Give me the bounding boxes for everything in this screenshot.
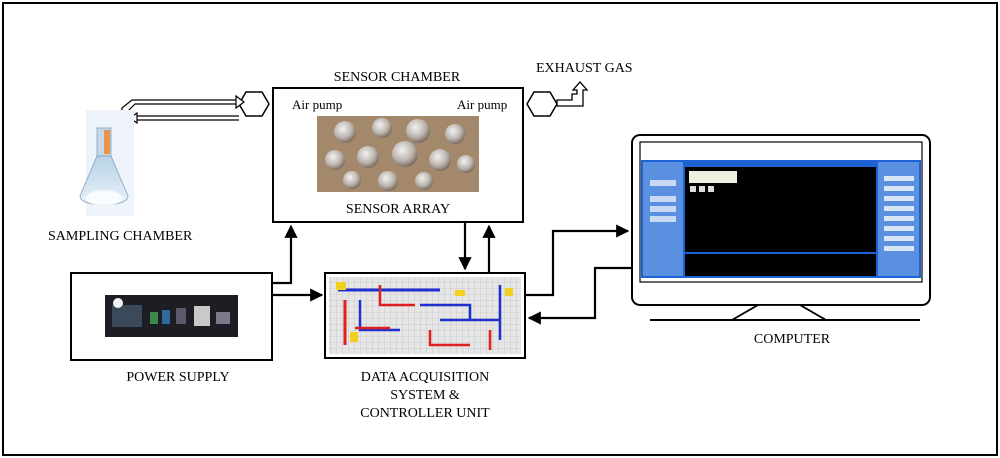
daq-label-line2: SYSTEM &: [390, 388, 460, 403]
computer-label: COMPUTER: [754, 332, 831, 347]
sensor-array-photo: [317, 116, 479, 192]
power-supply-label: POWER SUPPLY: [126, 370, 229, 385]
sensor-chamber-label: SENSOR CHAMBER: [334, 70, 461, 85]
power-supply-photo: [105, 295, 238, 337]
air-pump-right: [526, 91, 558, 117]
daq-label-line3: CONTROLLER UNIT: [360, 406, 490, 421]
gas-pipe: [121, 94, 245, 128]
daq-label-line1: DATA ACQUISITION: [361, 370, 489, 385]
sensor-array-label: SENSOR ARRAY: [346, 202, 450, 217]
computer-monitor: [631, 134, 931, 321]
sampling-chamber-label: SAMPLING CHAMBER: [48, 229, 193, 244]
daq-circuit-board: [329, 277, 521, 354]
air-pump-right-label: Air pump: [457, 97, 507, 112]
sensor-chamber-box: [272, 87, 524, 223]
arrow-daq-to-computer: [525, 224, 630, 297]
air-pump-left-label: Air pump: [292, 97, 342, 112]
sampling-chamber-photo: [79, 110, 134, 216]
air-pump-left: [238, 91, 270, 117]
arrow-computer-to-daq: [527, 266, 632, 325]
exhaust-outlet-arrow: [556, 81, 589, 107]
exhaust-gas-label: EXHAUST GAS: [536, 61, 633, 76]
arrow-power-to-sensor: [272, 224, 298, 285]
